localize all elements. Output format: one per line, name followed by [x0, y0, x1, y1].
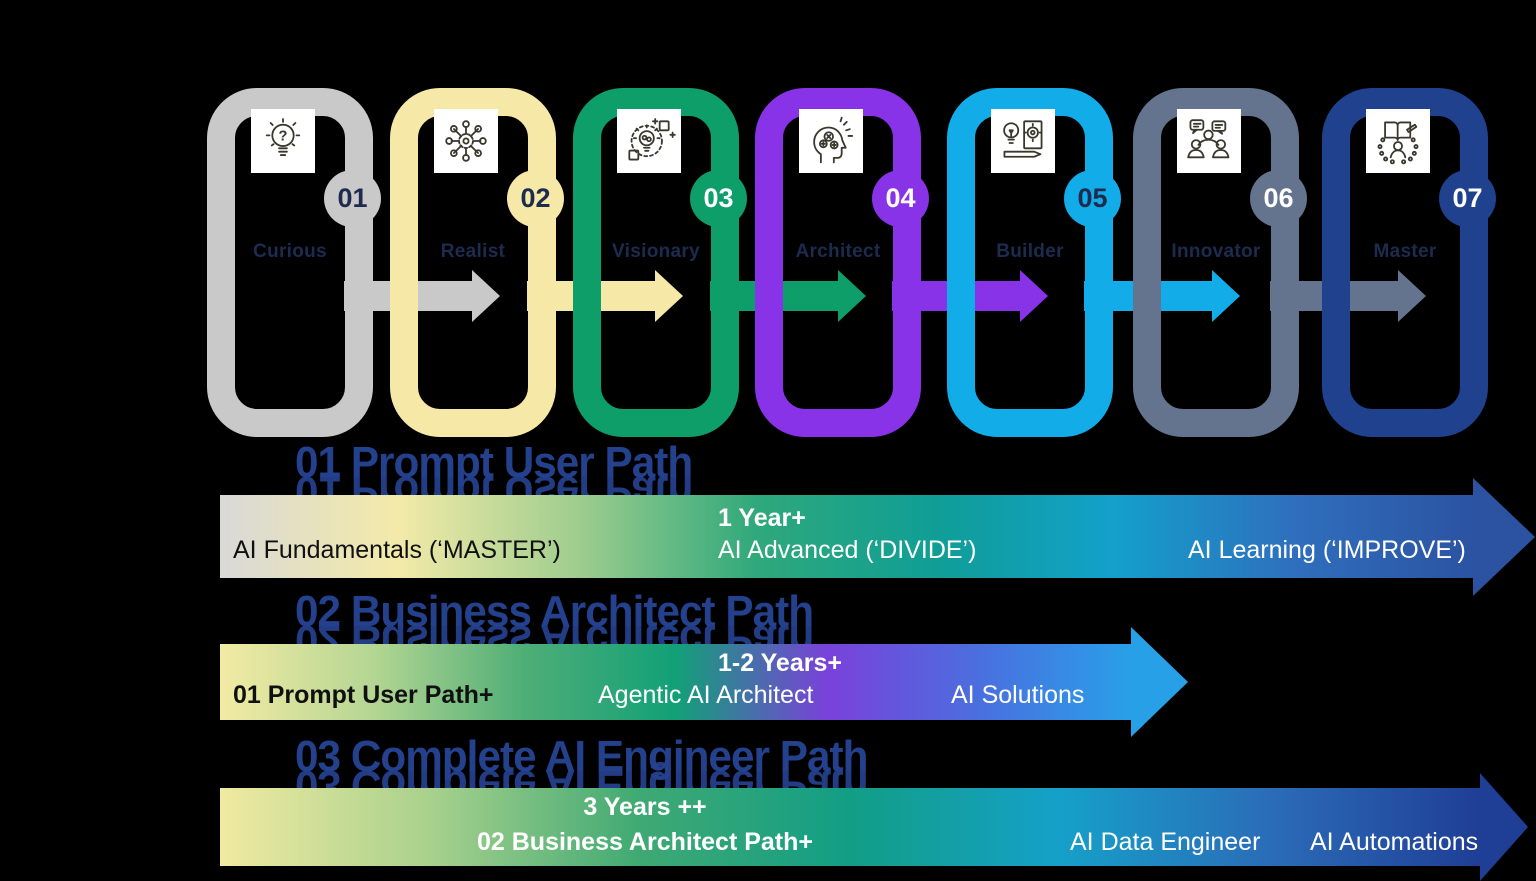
stage-number-badge: 06 [1250, 170, 1307, 227]
svg-text:?: ? [279, 128, 288, 144]
network-nodes-icon [445, 120, 487, 162]
stage-connector-arrowhead-icon [655, 270, 683, 322]
path1-title-text: 01 Prompt User Path [295, 438, 693, 487]
path1-mid-label: AI Advanced (‘DIVIDE’) [718, 536, 977, 564]
stage-label: Master [1373, 241, 1437, 262]
path3-gradient-arrow: 3 Years ++ 02 Business Architect Path+ A… [220, 773, 1528, 881]
path2-arrowhead-icon [1131, 627, 1188, 737]
stage-icon-tile: ? [251, 109, 315, 173]
path1-right-label: AI Learning (‘IMPROVE’) [1188, 536, 1466, 564]
stage-loop [390, 88, 556, 437]
stage-connector-arrowhead-icon [472, 270, 500, 322]
path2-title-text: 02 Business Architect Path [295, 587, 814, 636]
stage-icon-tile [434, 109, 498, 173]
team-chat-icon [1187, 119, 1230, 159]
stage-number-badge: 04 [872, 170, 929, 227]
stage-builder: 05 Builder [947, 88, 1247, 438]
stage-label: Realist [440, 241, 506, 262]
stage-realist: 02 Realist [390, 88, 690, 438]
stage-connector-arrowhead-icon [1398, 270, 1426, 322]
path1-arrow-body [220, 495, 1473, 578]
stage-label: Architect [795, 241, 881, 262]
path2-left-label: 01 Prompt User Path+ [233, 681, 494, 709]
path3-arrowhead-icon [1480, 773, 1528, 881]
path2-title: 02 Business Architect Path 02 Business A… [295, 587, 814, 665]
mastery-learning-icon [1377, 121, 1419, 165]
idea-orbit-icon [628, 118, 676, 161]
stage-loop [207, 88, 373, 437]
stage-architect: 04 Architect [755, 88, 1055, 438]
stage-number-badge: 02 [507, 170, 564, 227]
stage-number-badge: 01 [324, 170, 381, 227]
stage-master: 07 Master [1322, 88, 1536, 438]
stage-connector-arrowhead-icon [1020, 270, 1048, 322]
blueprint-tools-icon [1003, 120, 1043, 158]
stage-label: Innovator [1171, 241, 1261, 262]
path1-gradient-arrow: AI Fundamentals (‘MASTER’) 1 Year+ AI Ad… [220, 477, 1535, 596]
stage-number-badge: 03 [690, 170, 747, 227]
path3-mid-label: 02 Business Architect Path+ [476, 828, 813, 856]
stage-icon-tile [1177, 109, 1241, 173]
path1-left-label: AI Fundamentals (‘MASTER’) [233, 536, 561, 564]
stage-curious: ? 01 Curious [207, 88, 507, 438]
stage-label: Visionary [612, 241, 700, 262]
lightbulb-question-icon: ? [265, 118, 301, 156]
path1-title: 01 Prompt User Path 01 Prompt User Path [295, 438, 693, 516]
stage-connector-arrowhead-icon [1212, 270, 1240, 322]
path3-right-label2: AI Automations [1310, 828, 1479, 856]
stage-icon-tile [617, 109, 681, 173]
path2-mid-label: Agentic AI Architect [598, 681, 814, 709]
path2-arrow-body [220, 644, 1131, 720]
path1-duration: 1 Year+ [718, 504, 806, 532]
path3-title: 03 Complete AI Engineer Path 03 Complete… [295, 732, 868, 810]
stage-label: Curious [253, 241, 327, 262]
head-gears-icon [813, 116, 854, 164]
stage-loop [573, 88, 739, 437]
path3-right-label: AI Data Engineer [1070, 828, 1261, 856]
stage-number-badge: 07 [1439, 170, 1496, 227]
stage-innovator: 06 Innovator [1133, 88, 1433, 438]
stage-loop [755, 88, 921, 437]
path3-duration: 3 Years ++ [583, 793, 707, 821]
stage-icon-tile [799, 109, 863, 173]
path3-title-text: 03 Complete AI Engineer Path [295, 732, 868, 781]
stage-visionary: 03 Visionary [573, 88, 873, 438]
path2-right-label: AI Solutions [951, 681, 1085, 709]
path2-gradient-arrow: 01 Prompt User Path+ 1-2 Years+ Agentic … [220, 627, 1188, 737]
stage-connector-arrowhead-icon [838, 270, 866, 322]
path1-arrowhead-icon [1473, 477, 1535, 596]
stage-loop [947, 88, 1113, 437]
stage-icon-tile [1366, 109, 1430, 173]
stage-icon-tile [991, 109, 1055, 173]
path3-arrow-body [220, 788, 1480, 866]
path2-duration: 1-2 Years+ [718, 649, 842, 677]
stage-label: Builder [996, 241, 1064, 262]
stage-number-badge: 05 [1064, 170, 1121, 227]
